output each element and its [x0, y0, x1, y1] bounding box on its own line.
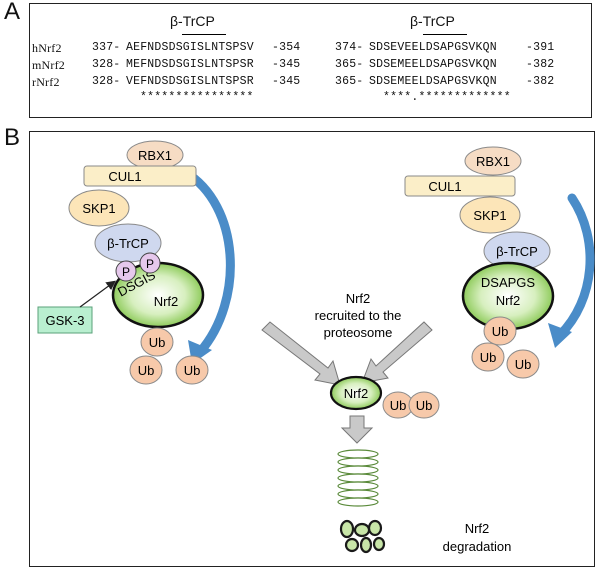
- phospho-2-label: P: [146, 257, 154, 271]
- end-pos: -354: [272, 41, 301, 54]
- species-label: mNrf2: [32, 58, 65, 72]
- start-pos: 337-: [92, 41, 121, 54]
- gsk3-arrow: [79, 280, 116, 308]
- btrcp-left-label: β-TrCP: [107, 236, 149, 251]
- recruited-text-2: recruited to the: [315, 308, 402, 323]
- skp1-left: [68, 189, 130, 227]
- gray-arrow-right: [361, 321, 433, 384]
- nrf2-center: [329, 375, 383, 411]
- center-pathway: Nrf2 recruited to the proteosome Nrf2 Ub…: [261, 291, 512, 554]
- sequence: VEFNDSDSGISLNTSPSR: [126, 75, 254, 88]
- end-pos: -382: [526, 58, 555, 71]
- ub-left-2-label: Ub: [138, 363, 155, 378]
- species-label: rNrf2: [32, 75, 60, 89]
- skp1-left-label: SKP1: [82, 201, 115, 216]
- cul1-left-label: CUL1: [108, 169, 141, 184]
- skp1-right: [459, 196, 521, 234]
- phospho-2: [139, 252, 161, 274]
- sequence: SDSEVEELDSAPGSVKQN: [369, 41, 497, 54]
- start-pos: 328-: [92, 75, 121, 88]
- sequence: MEFNDSDSGISLNTSPSR: [126, 58, 254, 71]
- nrf2-left-label: Nrf2: [154, 294, 179, 309]
- ub-center-1-label: Ub: [390, 398, 407, 413]
- motif-label-left: β-TrCP: [170, 13, 215, 29]
- start-pos: 365-: [335, 75, 364, 88]
- motif-label-right: β-TrCP: [410, 13, 455, 29]
- ub-right-3-label: Ub: [515, 357, 532, 372]
- motif-overline-left: [182, 34, 226, 35]
- sequence: SDSEMEELDSAPGSVKQN: [369, 58, 497, 71]
- gsk3-box: [37, 306, 93, 334]
- phospho-1-label: P: [122, 265, 130, 279]
- ub-left-1-label: Ub: [149, 335, 166, 350]
- conservation-stars: ****************: [140, 91, 254, 104]
- motif-overline-right: [423, 34, 467, 35]
- ub-right-1-label: Ub: [492, 324, 509, 339]
- rbx1-right-label: RBX1: [476, 154, 510, 169]
- right-complex: RBX1 CUL1 SKP1 β-TrCP DSAPGS Nrf2 Ub Ub …: [404, 146, 595, 379]
- cul1-left: [83, 165, 197, 187]
- end-pos: -382: [526, 75, 555, 88]
- recruited-text-3: proteosome: [324, 325, 393, 340]
- ub-left-1: [140, 327, 174, 357]
- ub-center-2-label: Ub: [416, 398, 433, 413]
- degradation-fragments: [339, 519, 386, 554]
- rbx1-left-label: RBX1: [138, 148, 172, 163]
- end-pos: -391: [526, 41, 555, 54]
- sequence-alignment-box: β-TrCP β-TrCP hNrf2 337- AEFNDSDSGISLNTS…: [29, 3, 592, 118]
- nrf2-center-label: Nrf2: [344, 386, 369, 401]
- cul1-right-label: CUL1: [428, 179, 461, 194]
- degradation-text-1: Nrf2: [465, 521, 490, 536]
- gray-arrow-down: [340, 415, 374, 444]
- ub-right-1: [483, 316, 517, 346]
- start-pos: 328-: [92, 58, 121, 71]
- rbx1-right: [464, 146, 522, 176]
- ub-left-2: [129, 355, 163, 385]
- ub-right-2-label: Ub: [480, 350, 497, 365]
- sequence: SDSEMEELDSAPGSVKQN: [369, 75, 497, 88]
- ubiquitination-arrow-left: [180, 167, 235, 357]
- recruited-text-1: Nrf2: [346, 291, 371, 306]
- start-pos: 365-: [335, 58, 364, 71]
- proteasome: [337, 449, 379, 507]
- ub-center-2: [408, 391, 440, 419]
- species-label: hNrf2: [32, 41, 62, 55]
- ubiquitination-arrowhead-right: [548, 323, 572, 348]
- dsapgs-motif: DSAPGS: [481, 275, 536, 290]
- gsk3-label: GSK-3: [45, 313, 84, 328]
- panel-b-label: B: [4, 124, 21, 151]
- ubiquitination-arrow-right: [555, 193, 595, 340]
- sequence: AEFNDSDSGISLNTSPSV: [126, 41, 254, 54]
- panel-a-label: A: [4, 0, 21, 25]
- end-pos: -345: [272, 58, 301, 71]
- end-pos: -345: [272, 75, 301, 88]
- btrcp-right-label: β-TrCP: [496, 244, 538, 259]
- conservation-stars: ****.*************: [383, 91, 511, 104]
- ub-right-2: [471, 342, 505, 372]
- left-complex: RBX1 CUL1 SKP1 β-TrCP DSGIS Nrf2 P P GSK…: [37, 140, 235, 385]
- phospho-1: [115, 260, 137, 282]
- degradation-text-2: degradation: [443, 539, 512, 554]
- gray-arrow-left: [261, 321, 341, 386]
- ub-left-3: [175, 355, 209, 385]
- skp1-right-label: SKP1: [473, 208, 506, 223]
- start-pos: 374-: [335, 41, 364, 54]
- cul1-right: [404, 175, 516, 197]
- ub-right-3: [506, 349, 540, 379]
- ub-left-3-label: Ub: [184, 363, 201, 378]
- nrf2-right-label: Nrf2: [496, 293, 521, 308]
